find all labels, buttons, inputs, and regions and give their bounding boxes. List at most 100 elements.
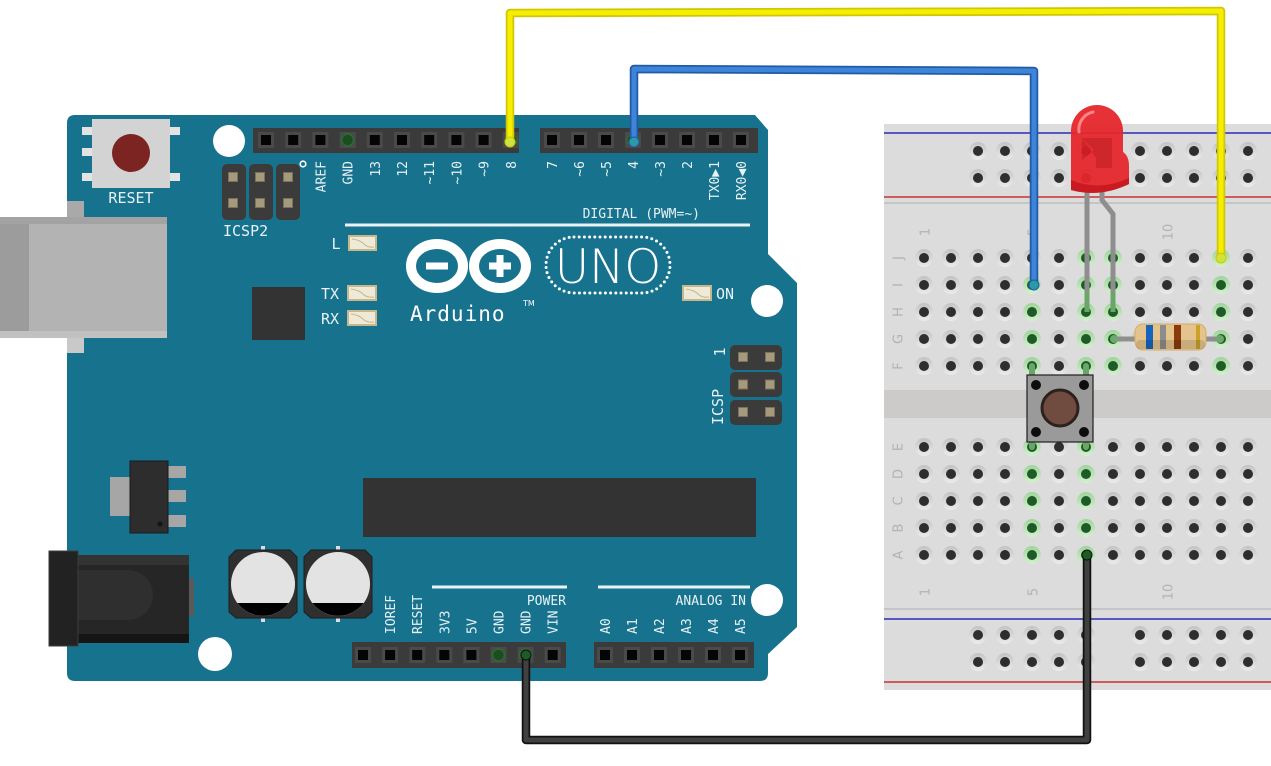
pin-label: 4 (627, 161, 642, 169)
led-tx (347, 285, 377, 301)
header-pin-digital-low (598, 132, 614, 148)
power-rail-hole (1023, 653, 1041, 671)
led-leg-anode (1099, 186, 1116, 312)
row-label: I (892, 283, 907, 287)
pin-socket (424, 135, 435, 145)
pin-socket (315, 135, 326, 145)
icsp2-pin (255, 172, 265, 182)
breadboard-hole (1023, 546, 1041, 564)
wire-core (523, 552, 1090, 743)
hole-socket (1243, 173, 1253, 183)
breadboard-hole (942, 330, 960, 348)
breadboard-hole (942, 357, 960, 375)
wire-end (504, 136, 516, 148)
icsp2-column (276, 164, 300, 220)
header-pin-digital-high (475, 132, 492, 148)
resistor-band-2 (1160, 325, 1166, 349)
hole-socket (1243, 523, 1253, 533)
hole-socket (1108, 442, 1118, 452)
breadboard-hole (1023, 465, 1041, 483)
breadboard-hole (1131, 357, 1149, 375)
pin-label: A0 (599, 618, 614, 634)
row-label: E (892, 443, 907, 451)
pushbutton-corner (1079, 380, 1089, 390)
hole-socket (973, 361, 983, 371)
jack-bottom-band (78, 634, 189, 643)
icsp2-pin (283, 172, 293, 182)
hole-socket (1162, 280, 1172, 290)
breadboard-hole (1131, 465, 1149, 483)
hole-socket (1000, 550, 1010, 560)
breadboard-hole (1185, 438, 1203, 456)
reset-button-cap (112, 134, 150, 172)
breadboard-hole (1158, 357, 1176, 375)
pin-label: A2 (653, 618, 668, 634)
pin-label: A3 (680, 618, 695, 634)
breadboard-hole (915, 249, 933, 267)
trademark-label: TM (522, 299, 535, 308)
regulator-lead (166, 466, 186, 478)
breadboard-hole (1158, 519, 1176, 537)
header-pin-digital-low (652, 132, 668, 148)
smd-led-trace (350, 288, 375, 298)
hole-socket (1000, 630, 1010, 640)
pin-label: 7 (546, 161, 561, 169)
header-pin-analog (597, 647, 613, 663)
breadboard-hole (1131, 249, 1149, 267)
breadboard-hole (1050, 330, 1068, 348)
breadboard-hole (1212, 276, 1230, 294)
breadboard-hole (1077, 465, 1095, 483)
breadboard-hole (1050, 276, 1068, 294)
row-label: A (892, 550, 907, 559)
hole-socket (1243, 496, 1253, 506)
pin-label: AREF (314, 161, 329, 192)
breadboard-hole (1050, 492, 1068, 510)
pin-socket (574, 135, 584, 145)
hole-socket (1027, 630, 1037, 640)
pin-socket (627, 650, 637, 660)
breadboard-hole (915, 303, 933, 321)
red-led (1071, 105, 1129, 312)
pin-socket (600, 650, 610, 660)
hole-socket (973, 173, 983, 183)
led-anvil (1082, 138, 1112, 168)
hole-socket (1000, 523, 1010, 533)
hole-socket (973, 442, 983, 452)
jack-pin (189, 578, 194, 616)
breadboard-hole (1239, 330, 1257, 348)
power-rail-hole (1239, 653, 1257, 671)
pin-socket (478, 135, 489, 145)
hole-socket (1243, 307, 1253, 317)
breadboard-hole (1104, 519, 1122, 537)
breadboard-hole (1212, 465, 1230, 483)
breadboard-hole (1050, 357, 1068, 375)
mounting-hole (213, 125, 245, 157)
pin-label: TX0▶1 (708, 161, 723, 200)
hole-socket (919, 442, 929, 452)
breadboard-hole (1212, 357, 1230, 375)
hole-socket (1108, 496, 1118, 506)
breadboard-hole (942, 249, 960, 267)
capacitor-lead (336, 546, 340, 551)
icsp-pin (738, 407, 748, 417)
row-label: B (892, 524, 907, 533)
hole-socket (1162, 253, 1172, 263)
hole-socket (1054, 657, 1064, 667)
pushbutton-corner (1031, 427, 1041, 437)
pin-label: 5V (465, 618, 480, 634)
pushbutton-corner (1031, 380, 1041, 390)
pin-socket (601, 135, 611, 145)
hole-socket (1054, 469, 1064, 479)
breadboard-hole (915, 357, 933, 375)
breadboard-hole (1212, 546, 1230, 564)
hole-socket (1216, 550, 1226, 560)
hole-socket (1243, 146, 1253, 156)
smd-led-trace (350, 313, 375, 323)
hole-socket (1027, 550, 1037, 560)
hole-socket (1216, 657, 1226, 667)
resistor (1110, 323, 1224, 351)
hole-socket (946, 496, 956, 506)
breadboard-hole (1185, 303, 1203, 321)
breadboard-hole (915, 330, 933, 348)
power-rail-hole (1131, 626, 1149, 644)
